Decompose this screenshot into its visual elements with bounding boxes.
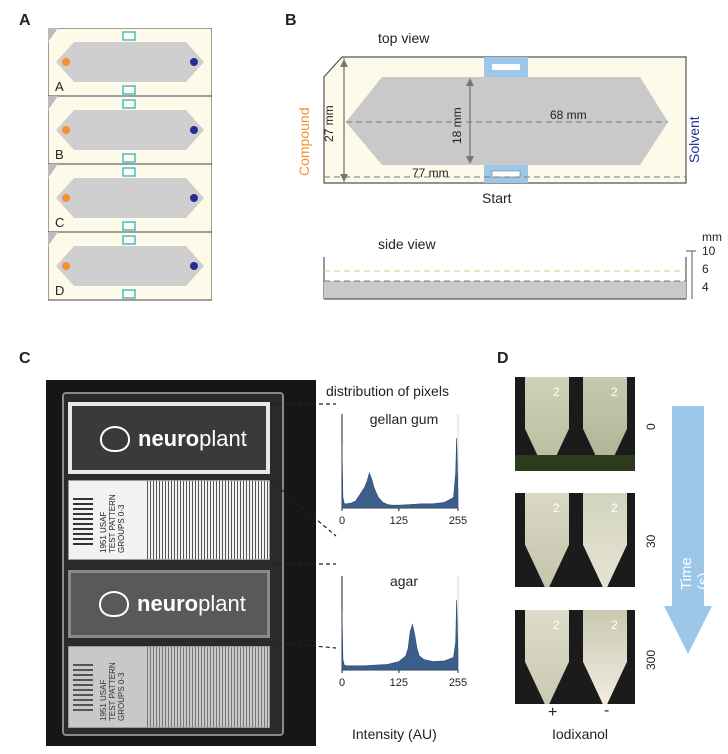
start-marker-top	[122, 235, 136, 245]
usaf2-line-1: 1951 USAF	[99, 679, 108, 721]
panel-a-letter: A	[19, 12, 31, 29]
histogram-area	[341, 599, 459, 671]
minus-label: -	[604, 702, 610, 719]
top-view-gel	[346, 77, 668, 165]
side-view-label: side view	[378, 236, 436, 252]
dim-18-label: 18 mm	[450, 107, 464, 144]
iodixanol-label: Iodixanol	[552, 726, 609, 742]
gel-photo: neuroplant 1951 USAF TEST PATTERN GROUPS…	[46, 380, 316, 746]
side-tick-6: 6	[702, 262, 709, 276]
start-marker-bottom	[122, 289, 136, 299]
tube-photo-300: 2 2	[515, 610, 635, 704]
brain-icon	[100, 426, 130, 452]
compound-dot	[62, 126, 70, 134]
well-label: D	[55, 283, 64, 298]
solvent-dot	[190, 262, 198, 270]
plate-b: B	[48, 95, 212, 165]
time-arrow	[664, 406, 712, 654]
dim-68-label: 68 mm	[550, 108, 587, 122]
x-tick-label: 255	[449, 515, 467, 527]
neuroplant-strip-2: neuroplant	[68, 570, 270, 638]
compound-dot	[62, 262, 70, 270]
start-marker-bottom	[122, 221, 136, 231]
panel-b-diagram	[323, 56, 696, 300]
histogram-gellan: gellan gum 0 125 255	[339, 411, 467, 527]
panel-b-letter: B	[285, 12, 297, 29]
histogram-agar: agar 0 125 255	[339, 573, 467, 689]
side-tick-10: 10	[702, 244, 716, 258]
brand-suffix: plant	[199, 426, 247, 451]
usaf-strip-1: 1951 USAF TEST PATTERN GROUPS 0-3	[68, 480, 270, 560]
plate-a: A	[48, 28, 212, 97]
time-300: 300	[644, 649, 658, 670]
dim-77-label: 77 mm	[412, 166, 449, 180]
solvent-dot	[190, 58, 198, 66]
solvent-dot	[190, 194, 198, 202]
plate-d: D	[48, 231, 212, 301]
tube-photo-0: 2 2	[515, 377, 635, 471]
panel-c-letter: C	[19, 350, 31, 367]
start-marker-top	[122, 167, 136, 177]
brand-prefix-2: neuro	[137, 591, 199, 616]
usaf-line-1: 1951 USAF	[99, 511, 108, 553]
plate-a: A B C D	[48, 28, 212, 301]
solvent-dot	[190, 126, 198, 134]
time-30: 30	[644, 534, 658, 548]
x-tick-label: 0	[339, 677, 345, 689]
brand-suffix-2: plant	[198, 591, 246, 616]
usaf-strip-2: 1951 USAF TEST PATTERN GROUPS 0-3	[68, 646, 270, 728]
usaf-line-2: TEST PATTERN	[108, 494, 117, 553]
histogram-title: gellan gum	[370, 411, 439, 427]
histogram-area	[341, 437, 459, 509]
plate-c: C	[48, 163, 212, 233]
start-marker-top	[122, 31, 136, 41]
compound-label: Compound	[296, 107, 312, 177]
distribution-title: distribution of pixels	[326, 383, 449, 399]
usaf-line-3: GROUPS 0-3	[117, 504, 126, 553]
x-tick-label: 255	[449, 677, 467, 689]
brand-prefix: neuro	[138, 426, 200, 451]
histogram-title: agar	[390, 573, 418, 589]
start-marker-top	[122, 99, 136, 109]
compound-dot	[62, 194, 70, 202]
start-marker-bottom	[122, 153, 136, 163]
x-tick-label: 0	[339, 515, 345, 527]
neuroplant-strip-1: neuroplant	[68, 402, 270, 474]
side-view-gel	[324, 281, 686, 299]
tube-photo-30: 2 2	[515, 493, 635, 587]
compound-dot	[62, 58, 70, 66]
dim-27-label: 27 mm	[322, 105, 336, 142]
panel-d-letter: D	[497, 350, 509, 367]
time-label: Time (s)	[678, 557, 712, 590]
usaf2-line-2: TEST PATTERN	[108, 662, 117, 721]
side-tick-4: 4	[702, 280, 709, 294]
plus-label: +	[548, 704, 558, 721]
usaf-bars-1	[147, 481, 269, 559]
panel-a-plates: A B C D	[48, 28, 212, 301]
x-tick-label: 125	[390, 677, 408, 689]
start-marker-bottom	[122, 85, 136, 95]
connector-lines	[269, 403, 337, 649]
usaf2-line-3: GROUPS 0-3	[117, 672, 126, 721]
well-label: B	[55, 147, 64, 162]
start-label: Start	[482, 190, 512, 206]
hist-xlabel: Intensity (AU)	[352, 726, 437, 742]
solvent-label: Solvent	[686, 116, 702, 163]
x-tick-label: 125	[390, 515, 408, 527]
well-label: A	[55, 79, 64, 94]
time-0: 0	[644, 423, 658, 430]
side-unit-label: mm	[702, 230, 722, 244]
well-label: C	[55, 215, 64, 230]
tube-mark: 2	[553, 385, 560, 399]
top-view-label: top view	[378, 30, 430, 46]
